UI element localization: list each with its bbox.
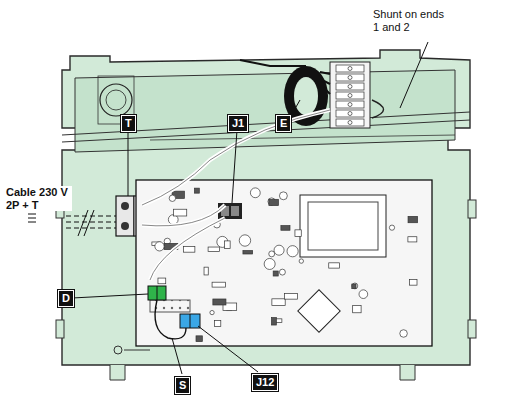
sensor-wire — [155, 300, 186, 339]
connector-d — [148, 286, 166, 300]
pcb-components — [152, 188, 418, 342]
terminal-strip — [330, 62, 370, 128]
microcontroller — [298, 290, 340, 332]
internal-wiring — [142, 110, 330, 280]
shunt-note: Shunt on ends 1 and 2 — [372, 8, 454, 33]
callout-letter: J12 — [252, 374, 278, 391]
mains-terminal — [116, 196, 134, 236]
shunt-wire — [372, 100, 384, 118]
terminal-screws — [336, 65, 364, 126]
callout-letter: T — [121, 115, 136, 132]
housing — [62, 50, 470, 365]
cable-note: Cable 230 V 2P + T — [6, 186, 72, 211]
callout-letter: E — [276, 115, 291, 132]
mains-cable — [28, 210, 116, 236]
callout-letter: D — [58, 290, 74, 307]
battery-holder — [100, 84, 132, 116]
display — [300, 195, 386, 257]
leader-lines — [72, 42, 428, 374]
callout-letter: S — [175, 377, 190, 394]
connector-j12 — [180, 314, 200, 328]
upper-panel — [75, 70, 455, 152]
callout-letter: J1 — [228, 115, 248, 132]
connector-j1 — [218, 203, 242, 219]
circuit-board — [136, 180, 432, 346]
